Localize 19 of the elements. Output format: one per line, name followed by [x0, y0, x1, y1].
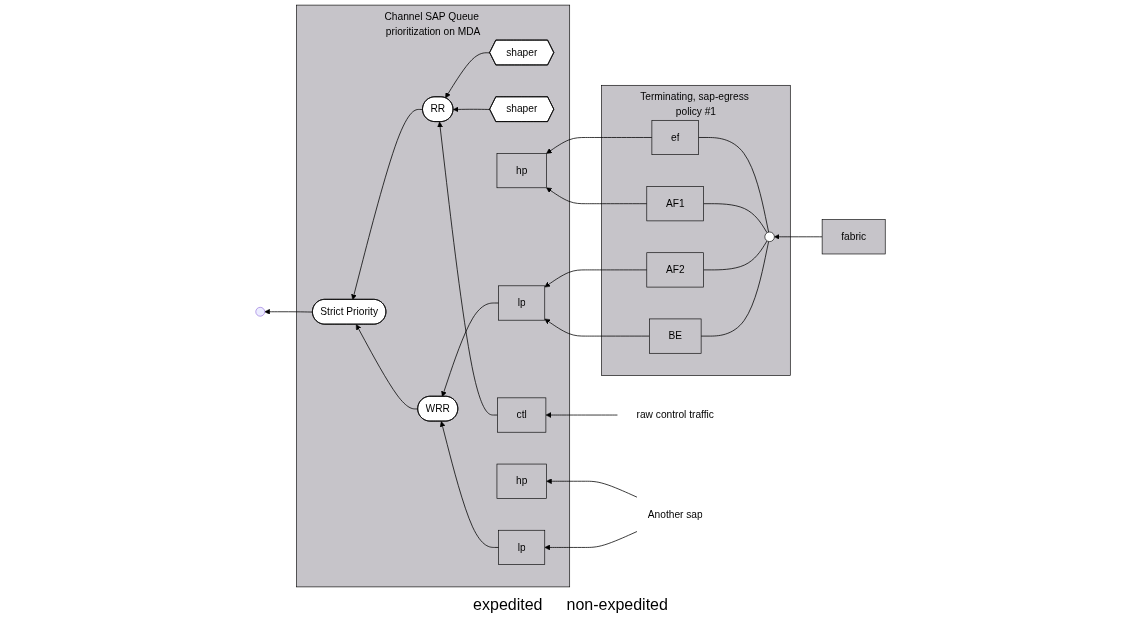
connector	[703, 240, 768, 271]
node-box: AF1	[646, 186, 704, 222]
node-box: lp	[498, 529, 546, 565]
node-box: fabric	[821, 219, 886, 255]
node-circle	[764, 231, 775, 242]
node-box: BE	[649, 318, 702, 354]
node-box: ctl	[497, 397, 547, 433]
connector	[703, 203, 768, 234]
connector	[698, 137, 769, 233]
node-box: hp	[496, 463, 547, 499]
node-text: Another sap	[647, 508, 703, 520]
node-box: lp	[498, 285, 546, 321]
connector	[700, 241, 769, 337]
node-box: ef	[651, 120, 699, 155]
node-box: hp	[496, 153, 547, 189]
node-text: raw control traffic	[636, 409, 714, 421]
note-text: non-expedited	[566, 596, 668, 614]
node-box: AF2	[646, 252, 704, 288]
note-text: expedited	[473, 596, 543, 614]
